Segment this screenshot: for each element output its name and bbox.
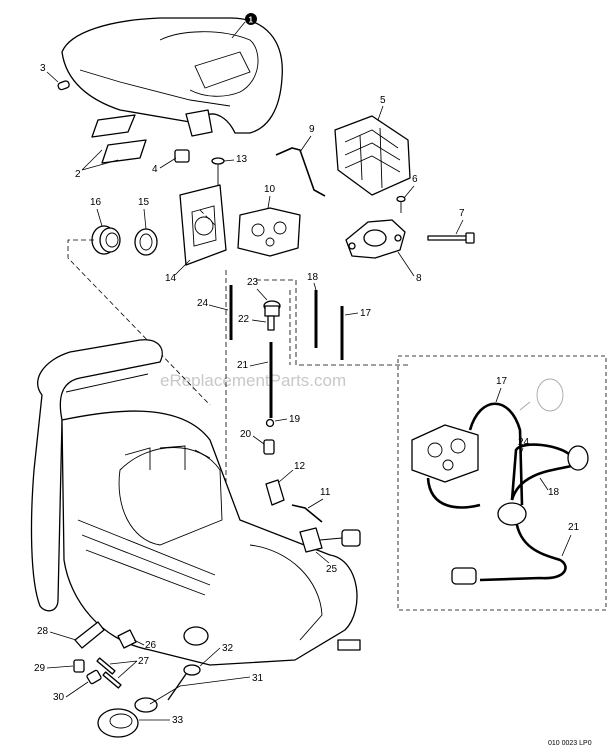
fuel-filter-part-20[interactable] — [263, 439, 275, 455]
plate-part-12[interactable] — [265, 479, 285, 506]
top-cover-part-1[interactable] — [61, 17, 283, 137]
strap-part-32[interactable] — [167, 664, 201, 701]
part-label-15: 15 — [138, 197, 150, 208]
part-1-marker — [245, 13, 257, 25]
part-label-5: 5 — [380, 95, 386, 106]
o-ring-part-19[interactable] — [265, 418, 275, 428]
lever-part-28[interactable] — [74, 621, 105, 649]
ring-part-15[interactable] — [134, 228, 158, 256]
screw-part-6[interactable] — [396, 195, 406, 214]
part-label-10: 10 — [264, 184, 276, 195]
part-label-8: 8 — [416, 273, 422, 284]
clip-part-26[interactable] — [117, 629, 137, 649]
part-label-20: 20 — [240, 429, 252, 440]
air-filter-part-5[interactable] — [334, 115, 411, 196]
part-label-16: 16 — [90, 197, 102, 208]
part-label-31: 31 — [252, 673, 264, 684]
part-label-12: 12 — [294, 461, 306, 472]
part-label-9: 9 — [309, 124, 315, 135]
pin-part-3[interactable] — [57, 80, 70, 91]
spacer-part-29[interactable] — [73, 659, 85, 673]
watermark: eReplacementParts.com — [160, 371, 346, 390]
tank-cap-part-33[interactable] — [97, 708, 139, 738]
part-label-13: 13 — [236, 154, 248, 165]
part-label-33: 33 — [172, 715, 184, 726]
grommet-part-4[interactable] — [174, 149, 190, 163]
inset-label-18: 18 — [548, 487, 560, 498]
part-label-17: 17 — [360, 308, 372, 319]
bolt-part-7[interactable] — [427, 232, 475, 244]
part-label-23: 23 — [247, 277, 259, 288]
inset-label-21: 21 — [568, 522, 580, 533]
diagram-code: 010 0023 LP0 — [548, 740, 592, 747]
saw-body[interactable] — [30, 339, 361, 666]
switch-part-25[interactable] — [299, 527, 361, 553]
wire-part-11[interactable] — [291, 504, 323, 523]
pin-part-22[interactable] — [267, 315, 275, 331]
decals-part-2[interactable] — [91, 114, 147, 164]
inset-label-17: 17 — [496, 376, 508, 387]
part-label-3: 3 — [40, 63, 46, 74]
pins-part-27[interactable] — [96, 657, 122, 689]
part-label-30: 30 — [53, 692, 65, 703]
part-label-4: 4 — [152, 164, 158, 175]
part-label-26: 26 — [145, 640, 157, 651]
part-label-28: 28 — [37, 626, 49, 637]
part-label-14: 14 — [165, 273, 177, 284]
grommet-part-23[interactable] — [263, 300, 281, 317]
part-label-22: 22 — [238, 314, 250, 325]
intake-flange-part-8[interactable] — [345, 219, 406, 259]
carburetor-part-10[interactable] — [237, 207, 301, 257]
part-label-7: 7 — [459, 208, 465, 219]
part-label-32: 32 — [222, 643, 234, 654]
shutter-part-16[interactable] — [91, 225, 121, 255]
part-label-25: 25 — [326, 564, 338, 575]
part-label-21: 21 — [237, 360, 249, 371]
part-label-1: 1 — [249, 16, 254, 25]
part-label-6: 6 — [412, 174, 418, 185]
inset-label-24: 24 — [518, 437, 530, 448]
part-label-19: 19 — [289, 414, 301, 425]
part-label-18: 18 — [307, 272, 319, 283]
screw-part-13[interactable] — [211, 157, 225, 186]
part-label-2: 2 — [75, 169, 81, 180]
part-label-11: 11 — [320, 487, 331, 498]
inset-fuel-system[interactable] — [411, 378, 589, 585]
link-rod-part-9[interactable] — [275, 147, 326, 197]
part-label-27: 27 — [138, 656, 150, 667]
part-label-24: 24 — [197, 298, 209, 309]
seal-ring[interactable] — [134, 697, 158, 713]
assembly-lines — [67, 209, 410, 510]
cap-part-30[interactable] — [86, 669, 102, 685]
carb-mount-part-14[interactable] — [179, 184, 227, 266]
part-label-29: 29 — [34, 663, 46, 674]
